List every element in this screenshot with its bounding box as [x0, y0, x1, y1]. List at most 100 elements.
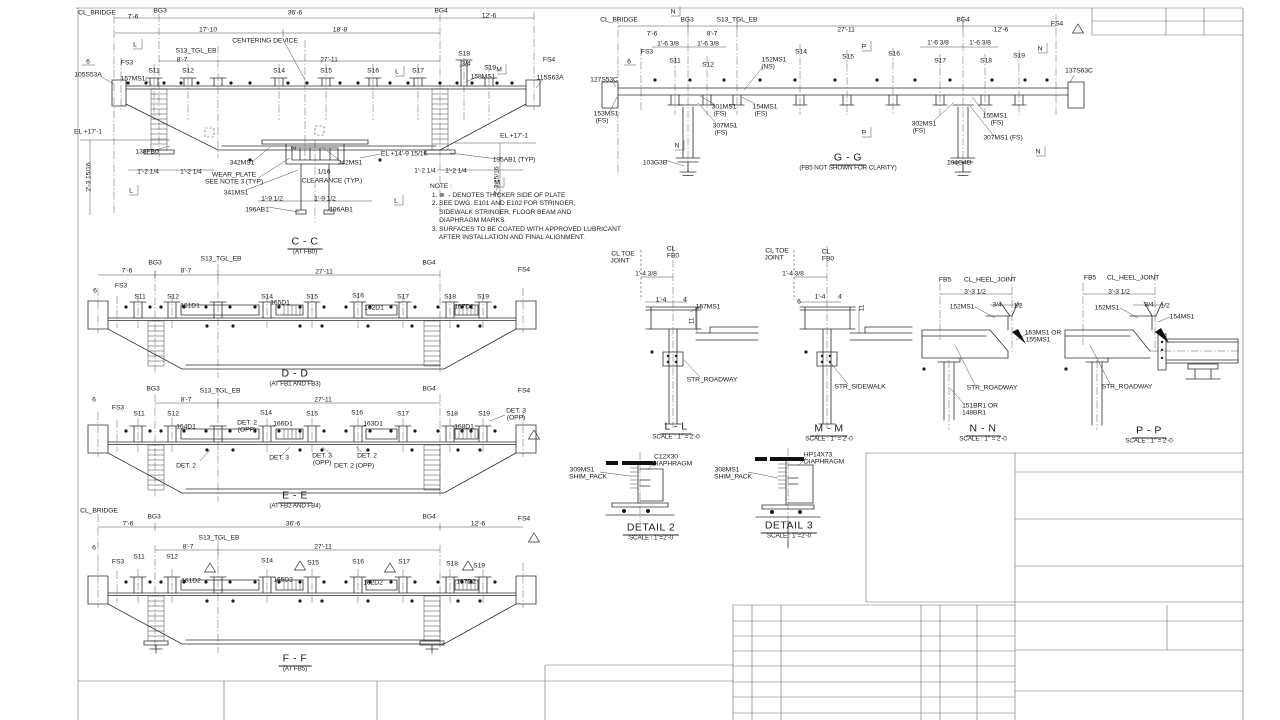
section-gg-label: CL_BRIDGE: [600, 16, 638, 24]
section-pp-label: FB5: [1083, 274, 1097, 282]
section-gg-label: (FS): [713, 110, 727, 118]
section-gg-label: FS3: [640, 48, 654, 56]
section-gg-label: (FS): [990, 119, 1004, 127]
section-ff-label: S19: [473, 562, 485, 570]
section-ll-label: SCALE : 1" = 2'-0: [652, 433, 700, 441]
section-gg-label: 302MS1: [911, 120, 937, 128]
section-ff-label: S11: [133, 553, 145, 561]
section-ll-label: 4: [683, 296, 687, 304]
section-cc-label: C - C: [287, 236, 323, 250]
section-ff-label: S17: [398, 558, 410, 566]
section-ee-label: FS4: [517, 387, 531, 395]
section-dd-label: 167D1: [454, 303, 474, 311]
section-ee-label: 168D1: [454, 423, 474, 431]
section-cc-label: CENTERING DEVICE: [232, 37, 298, 45]
section-ff-label: S14: [261, 557, 273, 565]
section-cc-label: S15: [320, 67, 332, 75]
section-ff-label: CL_BRIDGE: [80, 507, 118, 515]
section-mm-label: 6: [797, 298, 801, 306]
section-ee-label: S19: [478, 410, 490, 418]
detail-3-label: SHIM_PACK: [714, 473, 752, 481]
section-mm-linework: [793, 246, 913, 428]
detail-2-label: DETAIL 2: [622, 522, 680, 536]
section-cc-label: FS3: [120, 59, 134, 67]
section-pp-label: P - P: [1132, 425, 1166, 439]
section-cc-label: 1'-9 1/2: [314, 195, 336, 203]
section-dd-label: S12: [167, 293, 179, 301]
section-ll-linework: [640, 246, 759, 428]
section-cc-label: EL +17'-1: [74, 128, 102, 136]
section-gg-label: S14: [795, 48, 807, 56]
section-pp-label: 154MS1: [1169, 313, 1195, 321]
revision-triangles: [203, 23, 1085, 573]
section-gg-label: 6: [627, 58, 631, 66]
section-ll-label: CL: [666, 245, 676, 253]
section-dd-label: 27'-11: [315, 268, 333, 276]
section-dd-label: FS3: [114, 282, 128, 290]
section-ff-label: 7'-6: [122, 520, 134, 528]
section-ll-label: L - L: [660, 421, 692, 435]
section-ee-label: DET. 2 (OPP): [334, 462, 374, 470]
section-dd-label: S14: [261, 293, 273, 301]
section-cc-label: 341MS1: [223, 189, 249, 197]
section-cc-label: 196AB1: [245, 206, 269, 214]
section-cc-label: 1'-2 1/4: [137, 168, 159, 176]
section-ll-label: STR_ROADWAY: [686, 376, 738, 384]
section-markers: [129, 6, 1048, 206]
section-ee-label: 8'-7: [180, 396, 192, 404]
section-cc-label: M: [494, 179, 500, 187]
section-ee-label: (OPP): [506, 414, 526, 422]
section-ll-label: 157MS1: [695, 303, 721, 311]
section-cc-label: L: [129, 187, 133, 195]
detail-3-label: DETAIL 3: [760, 520, 818, 534]
section-nn-label: N - N: [965, 423, 1001, 437]
section-ll-label: CL TOE: [611, 250, 635, 258]
section-cc-label: 7'-6: [127, 13, 139, 21]
section-pp-label: CL_HEEL_JOINT: [1106, 274, 1160, 282]
section-mm-label: STR_SIDEWALK: [834, 383, 886, 391]
section-dd-label: 8'-7: [180, 267, 192, 275]
section-ff-label: S16: [352, 558, 364, 566]
section-cc-label: 17'-10: [198, 26, 218, 34]
detail-2-label: DIAPHRAGM: [651, 460, 693, 468]
section-ff-label: S12: [166, 553, 178, 561]
section-gg-label: (FS): [912, 127, 926, 135]
section-cc-label: S17: [412, 67, 424, 75]
section-ff-label: 161D2: [181, 577, 201, 585]
section-mm-label: 1'-4: [814, 293, 826, 301]
section-gg-label: S13_TGL_EB: [716, 16, 758, 24]
section-cc-label: BG3: [153, 7, 167, 15]
section-ff-label: 6: [92, 544, 96, 552]
section-ee-label: 27'-11: [314, 396, 332, 404]
section-cc-label: S18: [458, 50, 470, 58]
section-gg-label: 1'-6 3/8: [969, 39, 991, 47]
section-cc-label: 18'-8: [332, 26, 348, 34]
section-cc-label: 342MS1: [229, 159, 255, 167]
section-ee-label: 6: [92, 396, 96, 404]
section-cc-label: L: [395, 68, 399, 76]
section-gg-label: 307MS1: [712, 122, 738, 130]
section-ff-label: 162D2: [363, 579, 383, 587]
section-nn-label: 155MS1: [1025, 336, 1051, 344]
section-nn-label: 3'-3 1/2: [964, 288, 986, 296]
section-mm-label: 11: [858, 304, 866, 312]
section-ee-label: S12: [167, 410, 179, 418]
section-gg-label: 7'-6: [646, 30, 658, 38]
section-ff-label: BG3: [147, 513, 161, 521]
section-ee-label: S16: [351, 409, 363, 417]
section-dd-label: BG4: [422, 259, 436, 267]
section-cc-label: M: [496, 66, 502, 74]
section-pp-label: 1/2: [1160, 302, 1170, 310]
section-cc-label: 3/4: [461, 60, 471, 68]
section-dd-label: 161D1: [180, 302, 200, 310]
section-gg-label: 307MS1 (FS): [983, 134, 1023, 142]
section-cc-label: 158MS1: [470, 73, 496, 81]
section-gg-label: 127S53C: [590, 76, 618, 84]
detail-2-label: C12X30: [654, 453, 678, 461]
section-pp-label: 3/4: [1144, 301, 1154, 309]
detail-3-label: HP14X73: [803, 451, 833, 459]
section-ff-label: FS3: [111, 558, 125, 566]
section-ee-label: S18: [446, 410, 458, 418]
section-cc-label: 1/16: [317, 168, 331, 176]
section-nn-label: 151BR1 OR: [962, 402, 998, 410]
